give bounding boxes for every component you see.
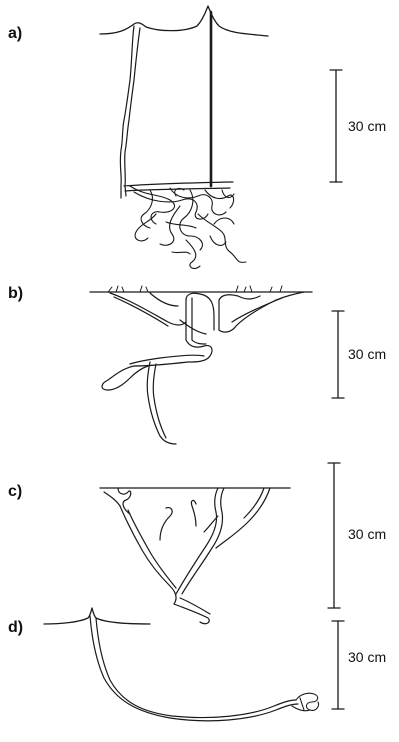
panel-d-ground-surface: [44, 608, 150, 624]
panel-b-upper-tunnels: [110, 292, 304, 340]
panel-c-scale-text: 30 cm: [348, 526, 386, 542]
panel-c-label: c): [8, 483, 22, 500]
panel-d-terminal-knot: [292, 693, 319, 711]
panel-b-burrow-drawing: [90, 286, 312, 444]
panel-b-label: b): [8, 285, 23, 302]
panel-b: b): [8, 285, 386, 444]
panel-a-gallery-top: [124, 182, 233, 186]
panel-a-ground-surface: [100, 6, 268, 36]
panel-d: d) 30 cm: [8, 608, 386, 721]
panel-c: c): [8, 463, 386, 624]
panel-a-scale-text: 30 cm: [348, 118, 386, 134]
panel-b-scale-bar: 30 cm: [332, 311, 386, 398]
panel-b-surface-tufts: [108, 286, 282, 292]
panel-d-scale-text: 30 cm: [348, 649, 386, 665]
panel-b-scale-text: 30 cm: [348, 346, 386, 362]
panel-a-burrow-drawing: [100, 6, 268, 269]
panel-c-scale-bar: 30 cm: [328, 463, 386, 608]
panel-a-branch-network: [130, 186, 246, 269]
panel-c-tunnel-network: [104, 488, 270, 624]
panel-a-scale-bar: 30 cm: [330, 70, 386, 182]
panel-d-scale-bar: 30 cm: [332, 621, 386, 709]
panel-a-label: a): [8, 25, 22, 42]
panel-a: a): [8, 6, 386, 269]
panel-b-deep-branch: [102, 340, 212, 444]
panel-d-label: d): [8, 619, 23, 636]
panel-c-burrow-drawing: [100, 488, 290, 624]
panel-a-left-shaft-outer: [120, 26, 134, 198]
panel-d-tunnel: [90, 616, 298, 721]
panel-d-burrow-drawing: [44, 608, 319, 721]
